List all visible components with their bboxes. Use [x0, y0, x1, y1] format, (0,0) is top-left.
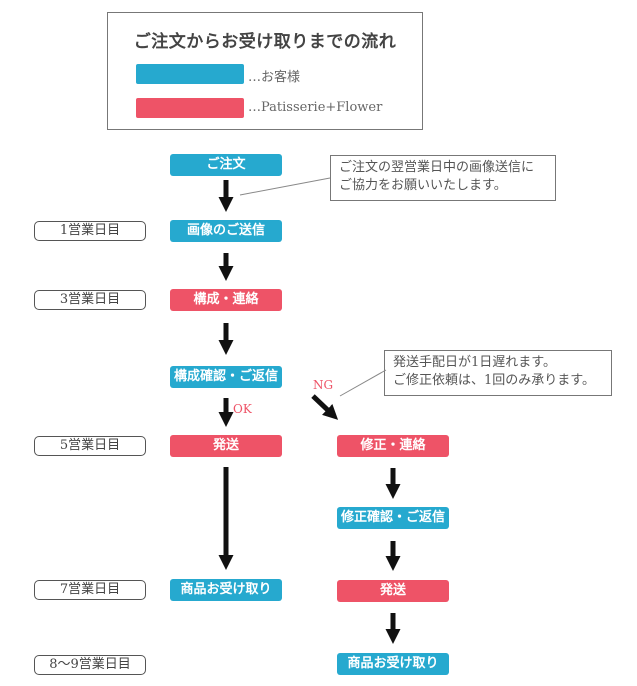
- step-fix-receive: 商品お受け取り: [337, 653, 449, 675]
- arrow-ng-to-fix: [311, 394, 339, 420]
- legend-swatch-customer: [136, 64, 244, 84]
- step-fix-ship: 発送: [337, 580, 449, 602]
- step-fix-confirm: 修正確認・ご返信: [337, 507, 449, 529]
- day-label-5: 5営業日目: [34, 436, 146, 456]
- step-compose-contact: 構成・連絡: [170, 289, 282, 311]
- step-fix-contact: 修正・連絡: [337, 435, 449, 457]
- image-send-note-line-2: ご協力をお願いいたします。: [339, 178, 507, 193]
- ng-note-leader: [339, 369, 387, 397]
- ng-note-line-2: ご修正依頼は、1回のみ承ります。: [393, 373, 595, 388]
- legend-label-customer: …お客様: [248, 70, 301, 85]
- ng-note-line-1: 発送手配日が1日遅れます。: [393, 355, 556, 370]
- legend-box: ご注文からお受け取りまでの流れ …お客様 …Patisserie+Flower: [107, 12, 423, 130]
- image-note-leader: [239, 177, 331, 196]
- chart-title: ご注文からお受け取りまでの流れ: [133, 32, 397, 52]
- step-image-send: 画像のご送信: [170, 220, 282, 242]
- day-label-1: 1営業日目: [34, 221, 146, 241]
- step-order: ご注文: [170, 154, 282, 176]
- legend-swatch-shop: [136, 98, 244, 118]
- image-send-note: ご注文の翌営業日中の画像送信に ご協力をお願いいたします。: [330, 155, 556, 201]
- ng-note: 発送手配日が1日遅れます。 ご修正依頼は、1回のみ承ります。: [384, 350, 612, 396]
- step-ship: 発送: [170, 435, 282, 457]
- day-label-8-9: 8〜9営業日目: [34, 655, 146, 675]
- day-label-3: 3営業日目: [34, 290, 146, 310]
- day-label-7: 7営業日目: [34, 580, 146, 600]
- image-send-note-line-1: ご注文の翌営業日中の画像送信に: [339, 160, 535, 175]
- legend-label-shop: …Patisserie+Flower: [248, 100, 383, 115]
- ok-label: OK: [233, 402, 252, 416]
- step-compose-confirm: 構成確認・ご返信: [170, 366, 282, 388]
- ng-label: NG: [313, 378, 334, 392]
- step-receive: 商品お受け取り: [170, 579, 282, 601]
